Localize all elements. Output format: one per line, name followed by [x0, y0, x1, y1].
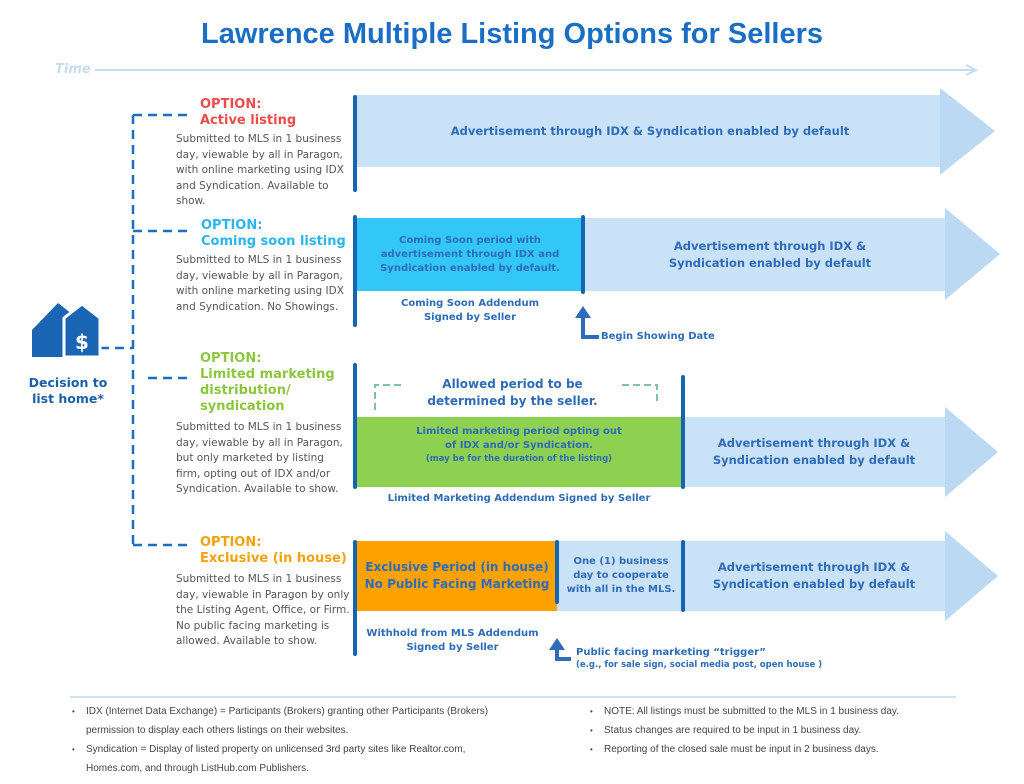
option-coming-soon-heading: OPTION:Coming soon listing [201, 218, 346, 250]
coming-soon-addendum: Coming Soon Addendum Signed by Seller [400, 298, 539, 323]
option-name: Coming soon listing [201, 234, 346, 249]
limited-period-block [355, 417, 683, 487]
arrowhead-exclusive [945, 531, 998, 621]
arrowhead-limited [945, 407, 998, 497]
allowed-period-text: Allowed period to be determined by the s… [427, 377, 598, 408]
option-name: Active listing [200, 113, 297, 128]
limited-period-note: (may be for the duration of the listing) [425, 454, 613, 464]
option-exclusive-heading: OPTION:Exclusive (in house) [200, 535, 347, 567]
option-name: Limited marketing distribution/ syndicat… [200, 367, 335, 414]
coming-soon-period-block [355, 218, 583, 291]
option-label: OPTION: [201, 218, 263, 233]
band-exclusive [557, 541, 945, 611]
trigger-arrow-icon [549, 638, 571, 661]
allowed-period-bracket [374, 384, 658, 410]
option-label: OPTION: [200, 535, 262, 550]
option-active-heading: OPTION:Active listing [200, 97, 296, 129]
footer-divider [70, 696, 956, 698]
trigger-main: Public facing marketing “trigger” [576, 647, 766, 658]
exclusive-addendum: Withhold from MLS Addendum Signed by Sel… [366, 628, 539, 653]
option-label: OPTION: [200, 97, 262, 112]
decision-label: Decision to list home* [28, 375, 108, 406]
timeline-markers [353, 95, 685, 656]
arrowhead-coming-soon [945, 208, 1000, 300]
footer-definitions: IDX (Internet Data Exchange) = Participa… [72, 702, 512, 778]
limited-period-text: Limited marketing period opting out of I… [355, 425, 683, 465]
limited-period-main: Limited marketing period opting out of I… [416, 426, 622, 451]
footnote: Status changes are required to be input … [590, 721, 990, 740]
footnote: NOTE: All listings must be submitted to … [590, 702, 990, 721]
option-limited-desc: Submitted to MLS in 1 business day, view… [176, 421, 343, 495]
option-active-desc: Submitted to MLS in 1 business day, view… [176, 133, 344, 207]
exclusive-period-text: Exclusive Period (in house) No Public Fa… [364, 560, 550, 591]
coming-soon-band-text: Advertisement through IDX & Syndication … [668, 238, 872, 270]
option-limited-heading: OPTION:Limited marketing distribution/ s… [200, 351, 340, 415]
limited-addendum: Limited Marketing Addendum Signed by Sel… [387, 493, 651, 504]
option-label: OPTION: [200, 351, 262, 366]
band-limited [683, 417, 945, 487]
exclusive-band-text: Advertisement through IDX & Syndication … [712, 560, 916, 591]
house-dollar-icon: $ [32, 302, 102, 359]
begin-showing-arrow-icon [575, 306, 599, 339]
page-title: Lawrence Multiple Listing Options for Se… [201, 18, 823, 50]
trigger-note: (e.g., for sale sign, social media post,… [576, 660, 823, 670]
cooperate-period-text: One (1) business day to cooperate with a… [566, 556, 676, 595]
exclusive-period-block [355, 541, 557, 611]
limited-band-text: Advertisement through IDX & Syndication … [712, 436, 916, 467]
trigger-label: Public facing marketing “trigger” (e.g.,… [576, 646, 822, 671]
footnote: Reporting of the closed sale must be inp… [590, 740, 990, 759]
time-axis-label: Time [55, 62, 91, 77]
decision-connector [100, 113, 192, 547]
band-active [355, 95, 945, 167]
begin-showing-label: Begin Showing Date [601, 331, 715, 342]
option-coming-soon-desc: Submitted to MLS in 1 business day, view… [176, 254, 344, 313]
footer-notes: NOTE: All listings must be submitted to … [590, 702, 990, 759]
time-axis-arrow [95, 64, 979, 76]
svg-text:$: $ [75, 330, 89, 354]
arrowhead-active [940, 88, 995, 175]
footnote: IDX (Internet Data Exchange) = Participa… [72, 702, 512, 740]
option-exclusive-desc: Submitted to MLS in 1 business day, view… [176, 573, 350, 647]
footnote: Syndication = Display of listed property… [72, 740, 512, 778]
coming-soon-period-text: Coming Soon period with advertisement th… [380, 234, 560, 274]
active-band-text: Advertisement through IDX & Syndication … [450, 123, 850, 138]
option-name: Exclusive (in house) [200, 551, 347, 566]
